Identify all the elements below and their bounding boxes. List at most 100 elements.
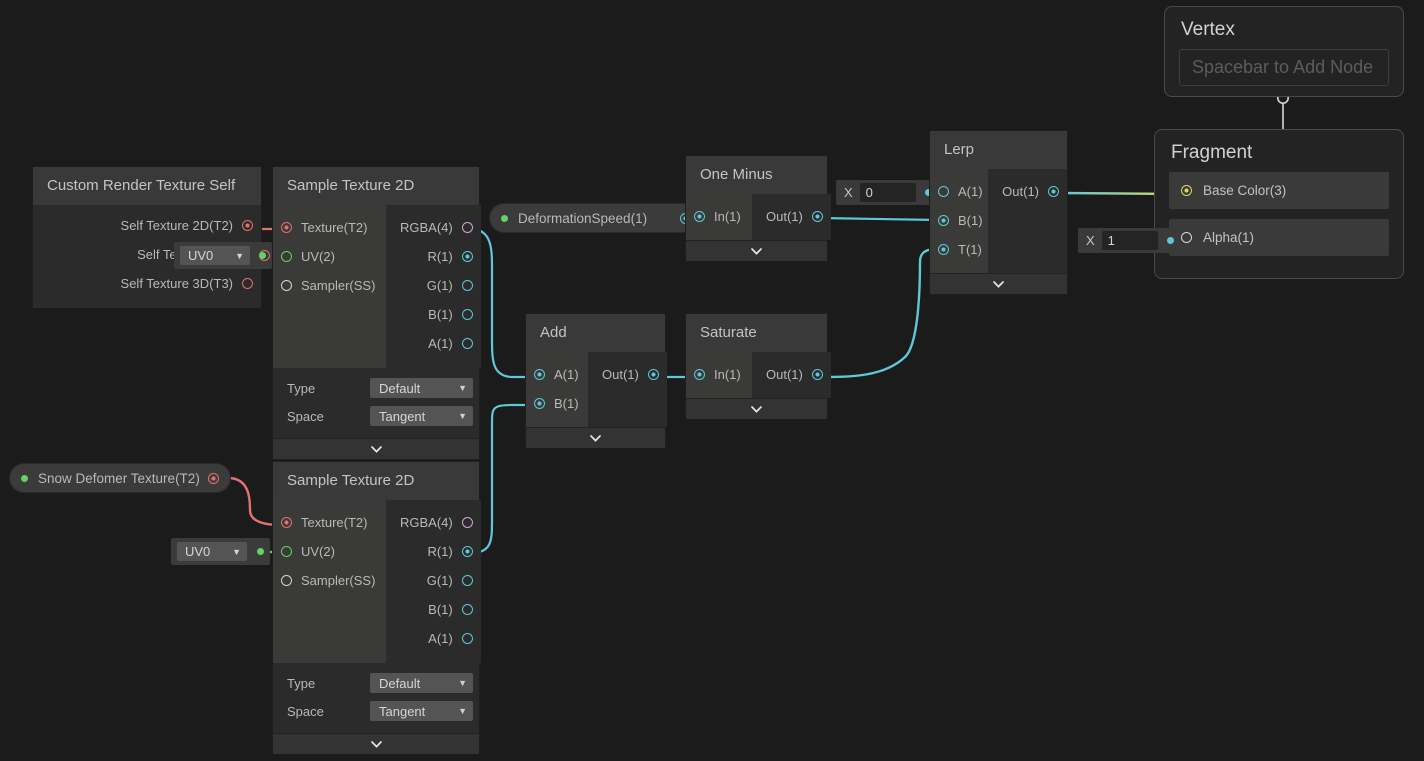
node-custom-render-texture-self[interactable]: Custom Render Texture Self Self Texture … <box>33 167 261 308</box>
g-port-icon[interactable] <box>461 575 473 586</box>
uv-port-icon[interactable] <box>281 251 292 262</box>
setting-type[interactable]: Type Default ▼ <box>273 669 479 697</box>
port-r-out[interactable]: R(1) <box>386 242 481 271</box>
out-port-icon[interactable] <box>811 211 823 222</box>
in-port-icon[interactable] <box>694 369 705 380</box>
fragment-slot-base-color[interactable]: Base Color(3) <box>1169 172 1389 209</box>
port-g-out[interactable]: G(1) <box>386 271 481 300</box>
vertex-add-node-placeholder[interactable]: Spacebar to Add Node <box>1179 49 1389 86</box>
type-dropdown[interactable]: Default ▼ <box>370 378 473 398</box>
sampler-port-icon[interactable] <box>281 280 292 291</box>
port-b-out[interactable]: B(1) <box>386 300 481 329</box>
a-port-icon[interactable] <box>461 633 473 644</box>
node-collapse-toggle[interactable] <box>273 438 479 459</box>
port-texture-in[interactable]: Texture(T2) <box>273 213 386 242</box>
base-color-port-icon[interactable] <box>1181 185 1192 196</box>
sampler-port-icon[interactable] <box>281 575 292 586</box>
fragment-master-node[interactable]: Fragment Base Color(3) Alpha(1) <box>1154 129 1404 279</box>
uv-widget-output-dot[interactable] <box>257 548 264 555</box>
g-port-icon[interactable] <box>461 280 473 291</box>
uv-selector-widget-2[interactable]: UV0 ▼ <box>171 538 270 565</box>
b-port-icon[interactable] <box>461 604 473 615</box>
fragment-slot-alpha[interactable]: Alpha(1) <box>1169 219 1389 256</box>
port-t-in[interactable]: T(1) <box>930 235 988 264</box>
port-sampler-in[interactable]: Sampler(SS) <box>273 271 386 300</box>
value-output-dot[interactable] <box>1166 237 1174 244</box>
value-input-1[interactable]: 1 <box>1101 231 1158 250</box>
a-port-icon[interactable] <box>938 186 949 197</box>
r-port-icon[interactable] <box>461 546 473 557</box>
t-port-icon[interactable] <box>938 244 949 255</box>
port-a-out[interactable]: A(1) <box>386 329 481 358</box>
setting-space[interactable]: Space Tangent ▼ <box>273 402 479 430</box>
texture-port-icon[interactable] <box>281 222 292 233</box>
value-output-dot[interactable] <box>924 189 932 196</box>
port-uv-in[interactable]: UV(2) <box>273 537 386 566</box>
port-rgba-out[interactable]: RGBA(4) <box>386 508 481 537</box>
node-collapse-toggle[interactable] <box>526 427 665 448</box>
node-collapse-toggle[interactable] <box>930 273 1067 294</box>
port-texture-in[interactable]: Texture(T2) <box>273 508 386 537</box>
node-lerp[interactable]: Lerp A(1) B(1) T(1) Out(1) <box>930 131 1067 294</box>
space-dropdown[interactable]: Tangent ▼ <box>370 701 473 721</box>
port-g-out[interactable]: G(1) <box>386 566 481 595</box>
uv-widget-output-dot[interactable] <box>259 252 266 259</box>
port-b-in[interactable]: B(1) <box>930 206 988 235</box>
port-out[interactable]: Out(1) <box>988 177 1067 206</box>
node-one-minus[interactable]: One Minus In(1) Out(1) <box>686 156 831 261</box>
property-deformation-speed[interactable]: DeformationSpeed(1) <box>490 204 702 232</box>
value-input-0[interactable]: 0 <box>859 183 916 202</box>
self-texture-2d-port-icon[interactable] <box>242 220 253 231</box>
port-in[interactable]: In(1) <box>686 360 752 389</box>
port-in[interactable]: In(1) <box>686 202 752 231</box>
node-add[interactable]: Add A(1) B(1) Out(1) <box>526 314 667 448</box>
port-out[interactable]: Out(1) <box>588 360 667 389</box>
b-port-icon[interactable] <box>461 309 473 320</box>
port-b-out[interactable]: B(1) <box>386 595 481 624</box>
out-port-icon[interactable] <box>811 369 823 380</box>
texture-port-icon[interactable] <box>281 517 292 528</box>
out-port-icon[interactable] <box>1048 186 1059 197</box>
uv-selector-widget-1[interactable]: UV0 ▼ <box>174 242 272 269</box>
inline-value-widget-0[interactable]: X 0 <box>836 180 939 205</box>
node-collapse-toggle[interactable] <box>686 240 827 261</box>
r-port-icon[interactable] <box>461 251 473 262</box>
port-a-in[interactable]: A(1) <box>930 177 988 206</box>
port-self-texture-3d[interactable]: Self Texture 3D(T3) <box>33 269 261 298</box>
port-r-out[interactable]: R(1) <box>386 537 481 566</box>
uv-dropdown-1[interactable]: UV0 ▼ <box>180 246 250 265</box>
vertex-master-node[interactable]: Vertex Spacebar to Add Node <box>1164 6 1404 97</box>
alpha-port-icon[interactable] <box>1181 232 1192 243</box>
out-port-icon[interactable] <box>647 369 659 380</box>
type-dropdown[interactable]: Default ▼ <box>370 673 473 693</box>
port-a-out[interactable]: A(1) <box>386 624 481 653</box>
port-out[interactable]: Out(1) <box>752 202 831 231</box>
a-port-icon[interactable] <box>534 369 545 380</box>
port-b-in[interactable]: B(1) <box>526 389 588 418</box>
node-saturate[interactable]: Saturate In(1) Out(1) <box>686 314 831 419</box>
setting-space[interactable]: Space Tangent ▼ <box>273 697 479 725</box>
node-sample-texture-2d-1[interactable]: Sample Texture 2D Texture(T2) UV(2) Samp… <box>273 167 481 459</box>
port-rgba-out[interactable]: RGBA(4) <box>386 213 481 242</box>
b-port-icon[interactable] <box>938 215 949 226</box>
port-out[interactable]: Out(1) <box>752 360 831 389</box>
property-snow-defomer-texture[interactable]: Snow Defomer Texture(T2) <box>10 464 230 492</box>
a-port-icon[interactable] <box>461 338 473 349</box>
property-output-port-icon[interactable] <box>208 472 219 484</box>
uv-port-icon[interactable] <box>281 546 292 557</box>
inline-value-widget-1[interactable]: X 1 <box>1078 228 1181 253</box>
self-texture-3d-port-icon[interactable] <box>242 278 253 289</box>
node-sample-texture-2d-2[interactable]: Sample Texture 2D Texture(T2) UV(2) Samp… <box>273 462 481 754</box>
space-dropdown[interactable]: Tangent ▼ <box>370 406 473 426</box>
rgba-port-icon[interactable] <box>461 517 473 528</box>
b-port-icon[interactable] <box>534 398 545 409</box>
port-uv-in[interactable]: UV(2) <box>273 242 386 271</box>
rgba-port-icon[interactable] <box>461 222 473 233</box>
setting-type[interactable]: Type Default ▼ <box>273 374 479 402</box>
node-collapse-toggle[interactable] <box>273 733 479 754</box>
in-port-icon[interactable] <box>694 211 705 222</box>
port-sampler-in[interactable]: Sampler(SS) <box>273 566 386 595</box>
port-a-in[interactable]: A(1) <box>526 360 588 389</box>
uv-dropdown-2[interactable]: UV0 ▼ <box>177 542 247 561</box>
